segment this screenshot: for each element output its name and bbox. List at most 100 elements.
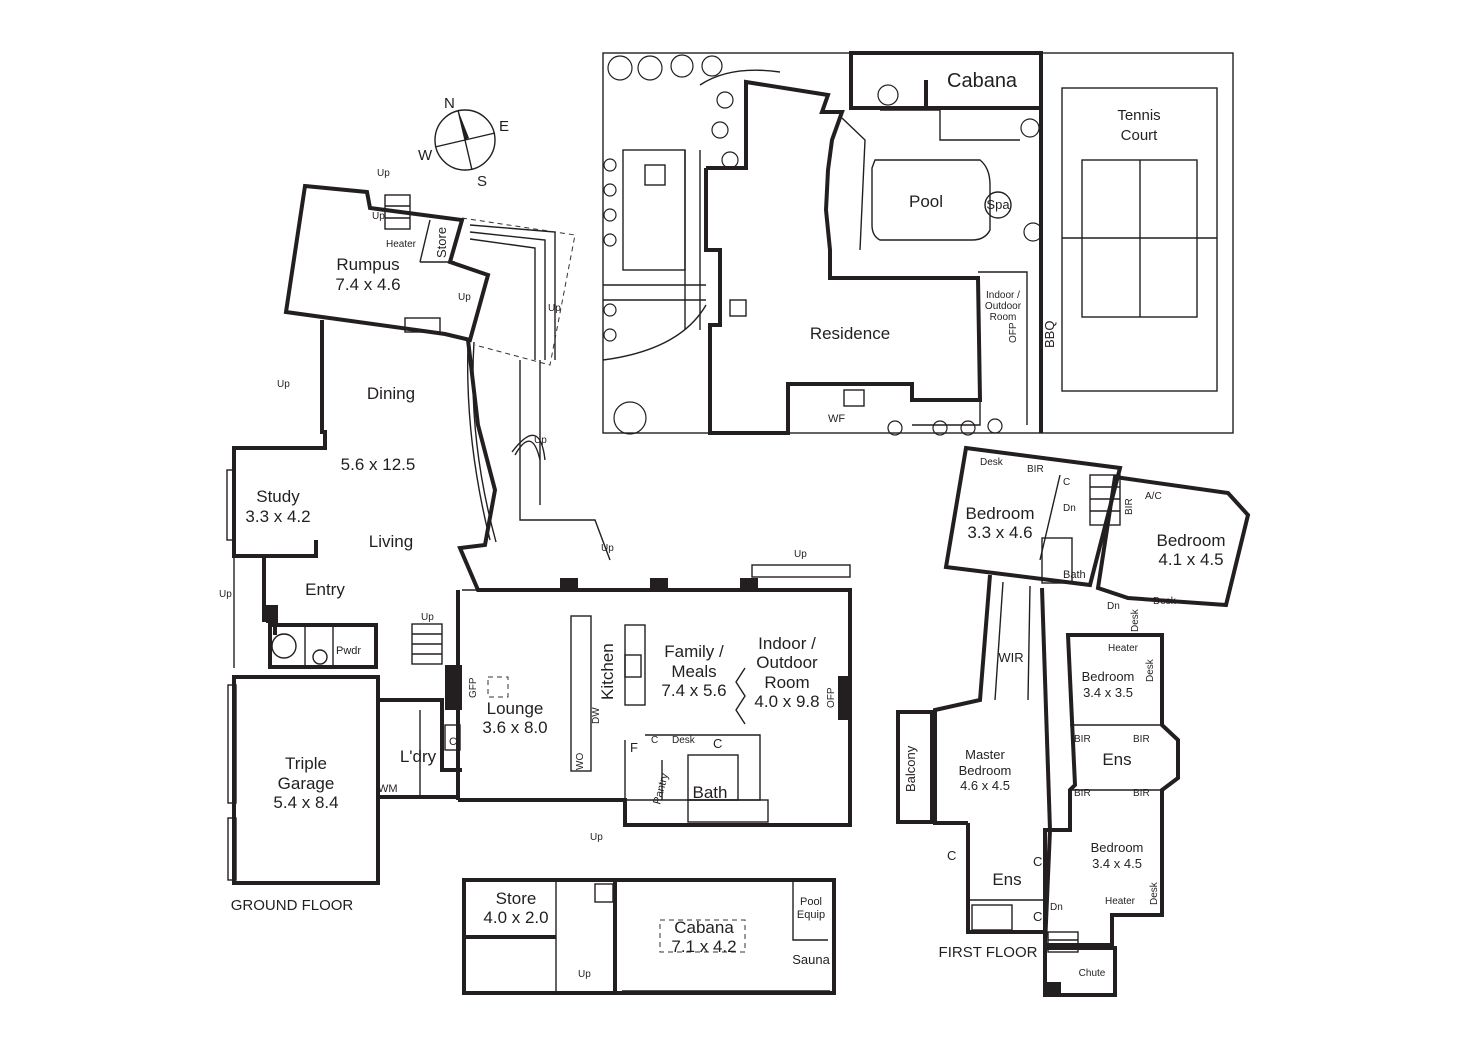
wo-label: WO — [575, 753, 586, 770]
pool-equip-label-1: Pool — [800, 896, 822, 908]
garage-outline — [232, 675, 380, 885]
compass: N E S W — [418, 95, 509, 190]
site-indoor-2: Outdoor — [985, 301, 1022, 312]
family-label-2: Meals — [671, 662, 716, 681]
first-c-3: C — [1033, 854, 1042, 869]
first-bir-3: BIR — [1074, 734, 1091, 745]
living-label: Living — [369, 532, 413, 551]
compass-e: E — [499, 118, 509, 135]
kitchen-label: Kitchen — [598, 643, 617, 700]
study-label: Study — [256, 487, 300, 506]
family-label-1: Family / — [664, 642, 724, 661]
tennis-court — [1061, 87, 1218, 392]
up-label-5: Up — [277, 379, 290, 390]
first-desk-1: Desk — [980, 457, 1004, 468]
family-size: 7.4 x 5.6 — [661, 681, 726, 700]
site-ofp-label: OFP — [1008, 322, 1019, 343]
lounge-size: 3.6 x 8.0 — [482, 718, 547, 737]
up-label-2: Up — [372, 211, 385, 222]
rumpus-heater-label: Heater — [386, 239, 417, 250]
compass-n: N — [444, 95, 455, 112]
site-bbq-label: BBQ — [1042, 321, 1057, 348]
up-label-1: Up — [377, 168, 390, 179]
indoor-ofp-label: OFP — [826, 687, 837, 708]
pool-label: Pool — [909, 192, 943, 211]
first-floor-caption: FIRST FLOOR — [939, 944, 1038, 961]
first-ac: A/C — [1145, 491, 1162, 502]
residence-label: Residence — [810, 324, 890, 343]
laundry-label: L'dry — [400, 747, 437, 766]
first-bir-2: BIR — [1124, 498, 1135, 515]
up-label-6: Up — [534, 435, 547, 446]
cabana-size: 7.1 x 4.2 — [671, 937, 736, 956]
dining-label: Dining — [367, 384, 415, 403]
kitchen-c-label-1: C — [651, 735, 658, 746]
tennis-label-1: Tennis — [1117, 107, 1160, 124]
first-dn-3: Dn — [1050, 902, 1063, 913]
up-label-10: Up — [421, 612, 434, 623]
first-heater-2: Heater — [1105, 896, 1136, 907]
first-bir-5: BIR — [1074, 788, 1091, 799]
rumpus-store-label: Store — [434, 227, 449, 258]
first-heater-1: Heater — [1108, 643, 1139, 654]
first-dn-2: Dn — [1107, 601, 1120, 612]
first-master-size: 4.6 x 4.5 — [960, 778, 1010, 793]
kitchen-c-label-2: C — [713, 736, 722, 751]
entry-label: Entry — [305, 580, 345, 599]
cabana-block: Store 4.0 x 2.0 Cabana 7.1 x 4.2 Pool Eq… — [462, 878, 836, 995]
residence-outline — [704, 79, 983, 435]
first-bed4-label: Bedroom — [1091, 840, 1144, 855]
first-bath-label: Bath — [1063, 569, 1086, 581]
first-desk-4: Desk — [1145, 658, 1156, 682]
up-label-9: Up — [219, 589, 232, 600]
first-c-2: C — [947, 848, 956, 863]
first-c-1: C — [1063, 477, 1070, 488]
first-bir-4: BIR — [1133, 734, 1150, 745]
first-bed2-size: 4.1 x 4.5 — [1158, 550, 1223, 569]
first-chute-label: Chute — [1079, 968, 1106, 979]
first-wir-label: WIR — [998, 650, 1023, 665]
up-label-8: Up — [794, 549, 807, 560]
up-label-3: Up — [458, 292, 471, 303]
study-size: 3.3 x 4.2 — [245, 507, 310, 526]
first-bir-1: BIR — [1027, 464, 1044, 475]
spa-label: Spa — [986, 197, 1010, 212]
first-balcony-label: Balcony — [903, 745, 918, 792]
cabana-label: Cabana — [674, 918, 734, 937]
first-master-label-2: Bedroom — [959, 763, 1012, 778]
first-bir-6: BIR — [1133, 788, 1150, 799]
up-label-4: Up — [548, 303, 561, 314]
pool-equip-label-2: Equip — [797, 909, 825, 921]
indoor-size: 4.0 x 9.8 — [754, 692, 819, 711]
first-bed3-label: Bedroom — [1082, 669, 1135, 684]
first-bed3-size: 3.4 x 3.5 — [1083, 685, 1133, 700]
lounge-label: Lounge — [487, 699, 544, 718]
desk-label: Desk — [672, 735, 696, 746]
site-plan: Cabana Tennis Court Pool Spa Residence I… — [602, 51, 1234, 436]
first-ens-label-2: Ens — [1102, 750, 1131, 769]
indoor-label-3: Room — [764, 673, 809, 692]
tennis-label-2: Court — [1121, 127, 1159, 144]
cabana-store-label: Store — [496, 889, 537, 908]
f-label: F — [630, 740, 638, 755]
rumpus-label: Rumpus — [336, 255, 399, 274]
dw-label: DW — [591, 707, 602, 724]
sauna-label: Sauna — [792, 952, 830, 967]
up-label-11: Up — [590, 832, 603, 843]
first-desk-5: Desk — [1149, 881, 1160, 905]
site-trees — [603, 54, 1043, 436]
wm-label: WM — [378, 783, 398, 795]
site-indoor-3: Room — [990, 312, 1017, 323]
cabana-store-size: 4.0 x 2.0 — [483, 908, 548, 927]
garage-size: 5.4 x 8.4 — [273, 793, 338, 812]
site-indoor-1: Indoor / — [986, 290, 1020, 301]
ground-floor: Rumpus 7.4 x 4.6 Store Heater Dining 5.6… — [219, 168, 852, 914]
first-ens-label-1: Ens — [992, 870, 1021, 889]
rumpus-room — [283, 183, 491, 343]
first-bed4-size: 3.4 x 4.5 — [1092, 856, 1142, 871]
up-label-7: Up — [601, 543, 614, 554]
first-bed1-size: 3.3 x 4.6 — [967, 523, 1032, 542]
first-bed2-label: Bedroom — [1157, 531, 1226, 550]
site-wf-label: WF — [828, 413, 845, 425]
